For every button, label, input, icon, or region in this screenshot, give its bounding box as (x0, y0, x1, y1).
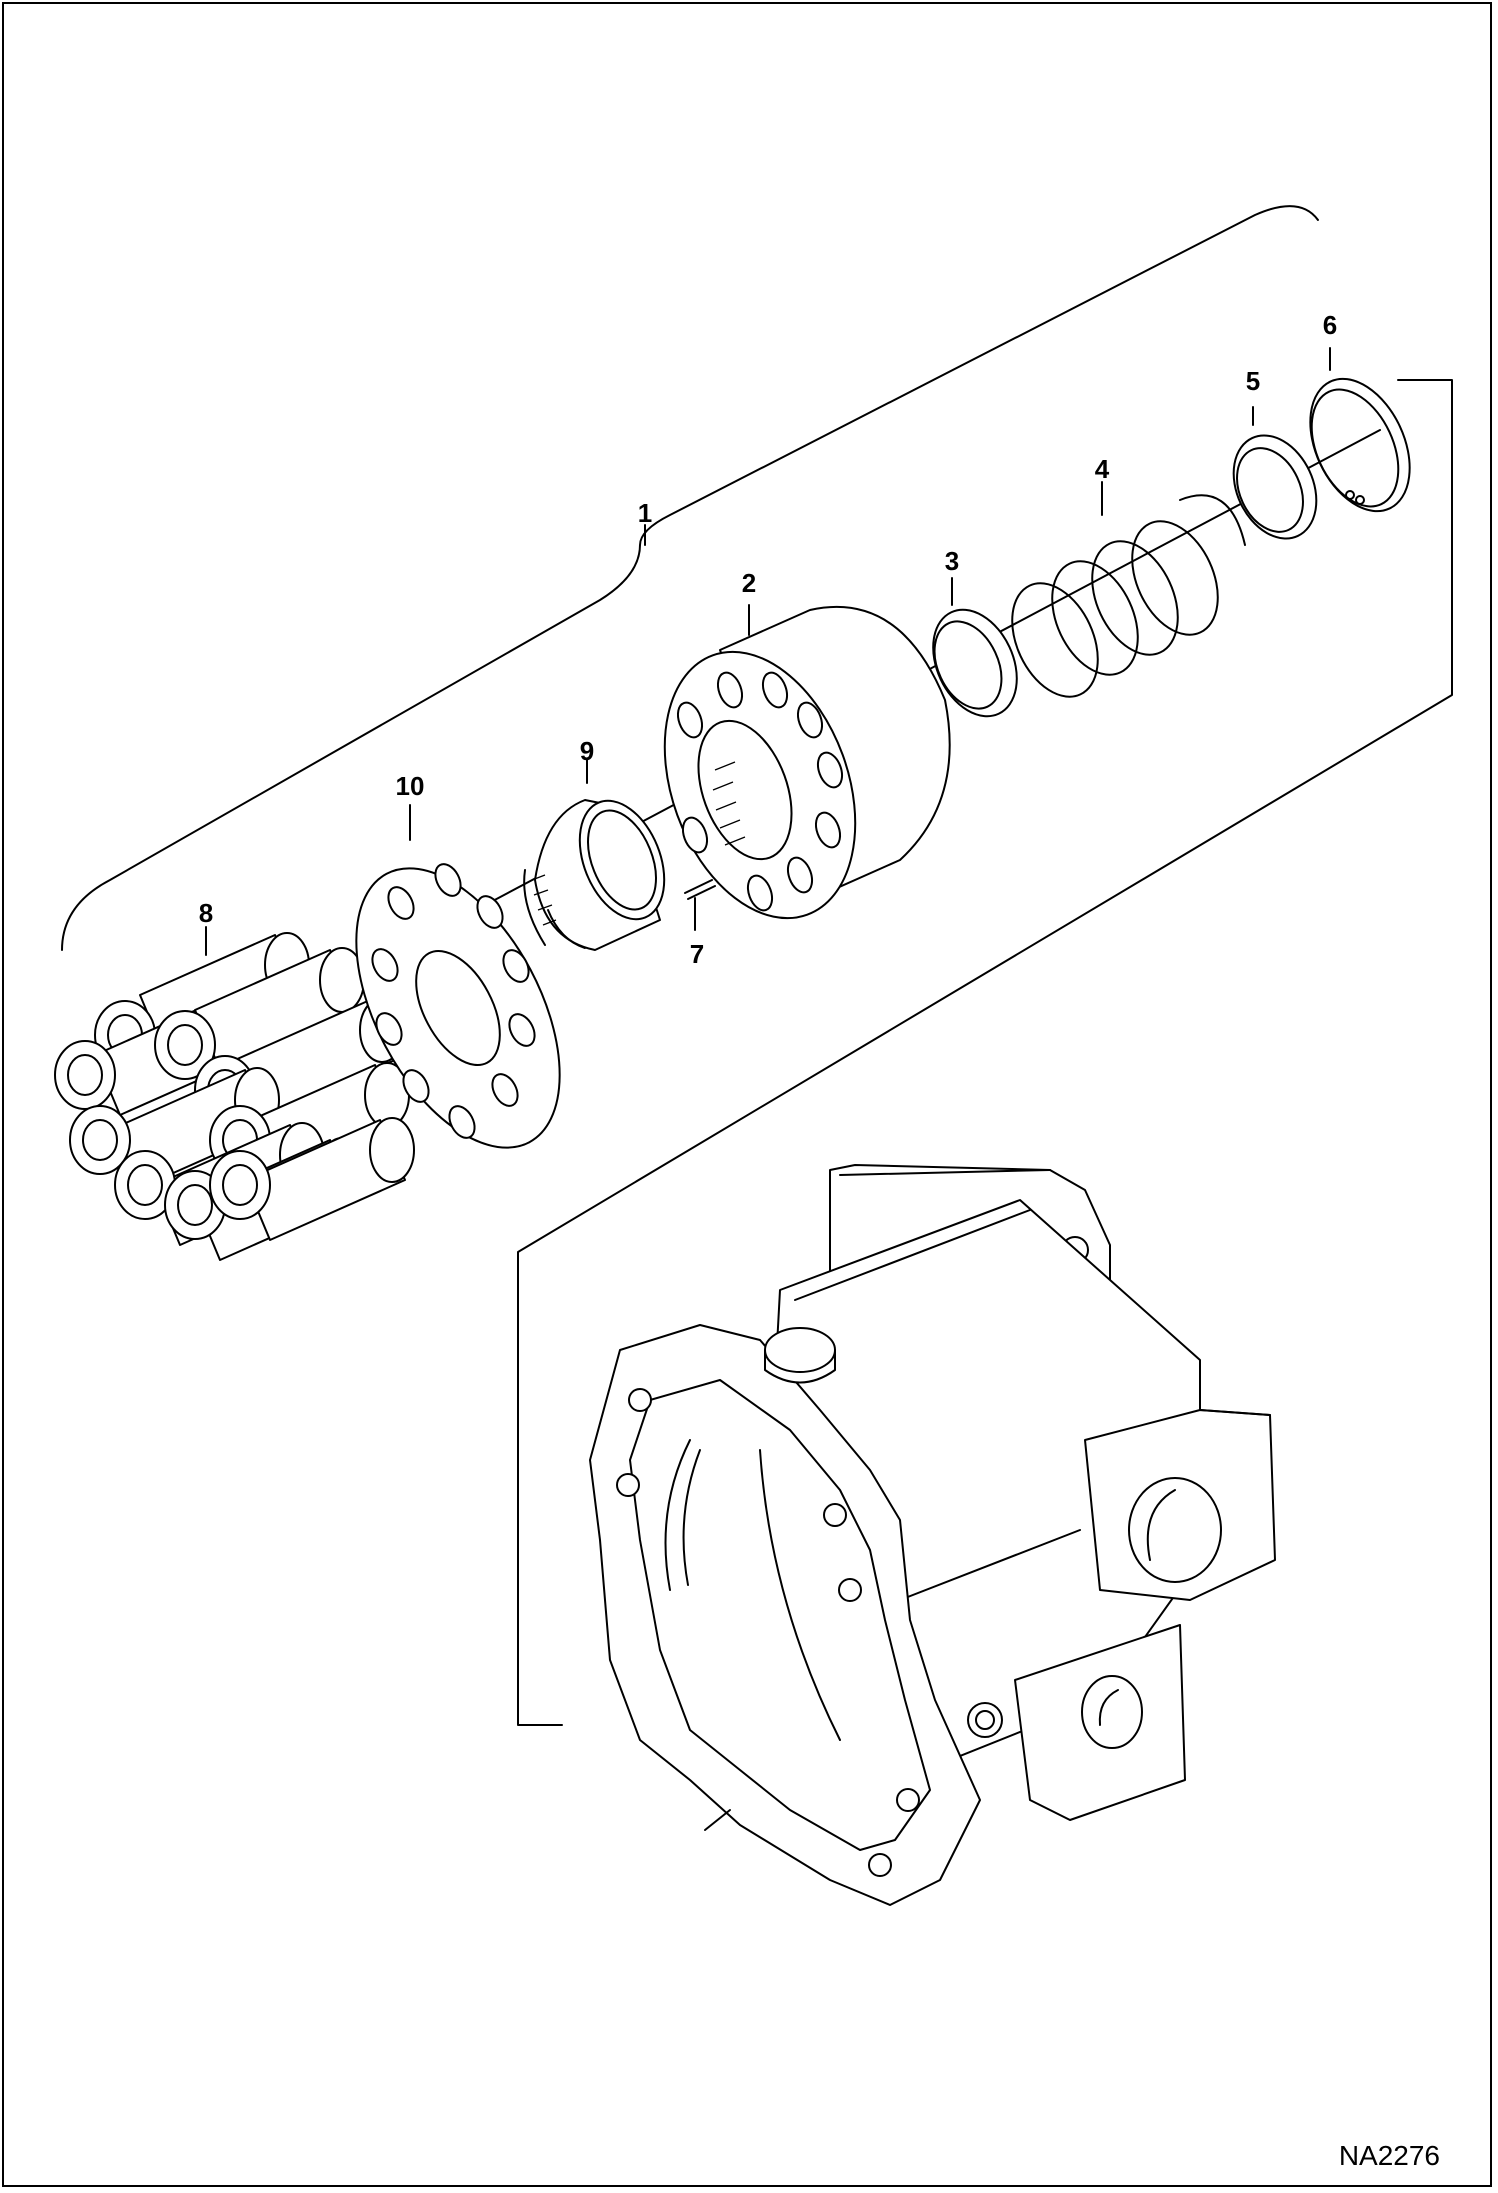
cylinder-block (663, 605, 951, 920)
callout-9: 9 (580, 736, 594, 766)
callout-3: 3 (945, 546, 959, 576)
callout-labels: 1 2 3 4 5 6 7 8 9 10 (199, 310, 1337, 969)
callout-7: 7 (690, 939, 704, 969)
callout-5: 5 (1246, 366, 1260, 396)
pump-housing (589, 1164, 1276, 1906)
callout-8: 8 (199, 898, 213, 928)
retaining-ring (1309, 377, 1411, 513)
ball-guide (523, 799, 666, 951)
callout-6: 6 (1323, 310, 1337, 340)
callout-10: 10 (396, 771, 425, 801)
pistons-group (54, 932, 415, 1261)
seat-ring (932, 608, 1018, 718)
callout-2: 2 (742, 568, 756, 598)
spring (1011, 494, 1246, 698)
exploded-plane-outline (517, 379, 1453, 1726)
drawing-code: NA2276 (1339, 2140, 1440, 2171)
washer (1232, 434, 1318, 540)
pin (684, 879, 716, 900)
piston (154, 947, 365, 1080)
callout-4: 4 (1095, 454, 1110, 484)
kit-bracket (61, 205, 1319, 951)
retainer-plate (355, 863, 561, 1149)
piston (209, 1117, 415, 1241)
callout-leaders (205, 347, 1331, 956)
callout-1: 1 (638, 498, 652, 528)
